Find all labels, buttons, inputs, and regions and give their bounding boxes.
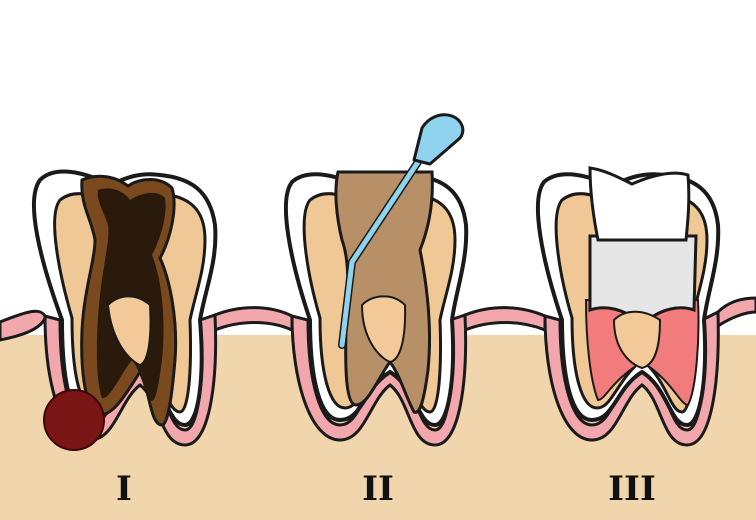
stage-3-numeral: III bbox=[608, 469, 656, 509]
root-core-1 bbox=[106, 295, 152, 367]
gum-strip-mid bbox=[463, 306, 547, 333]
crown-filling bbox=[588, 166, 691, 242]
tooth-stage-1 bbox=[32, 169, 218, 451]
abscess bbox=[43, 389, 105, 451]
stage-1-numeral: I bbox=[116, 469, 132, 509]
gum-pocket-3 bbox=[543, 309, 720, 447]
tooth-stage-3 bbox=[535, 166, 721, 447]
gum-strip-right bbox=[716, 296, 756, 329]
gum-strip-left bbox=[213, 306, 294, 333]
root-core-3 bbox=[612, 310, 662, 370]
endodontic-file-handle bbox=[412, 113, 465, 166]
stage-2-numeral: II bbox=[362, 469, 394, 509]
root-core-2 bbox=[360, 295, 407, 364]
tooth-stage-2 bbox=[283, 113, 469, 447]
endodontic-file-shaft bbox=[339, 159, 421, 348]
